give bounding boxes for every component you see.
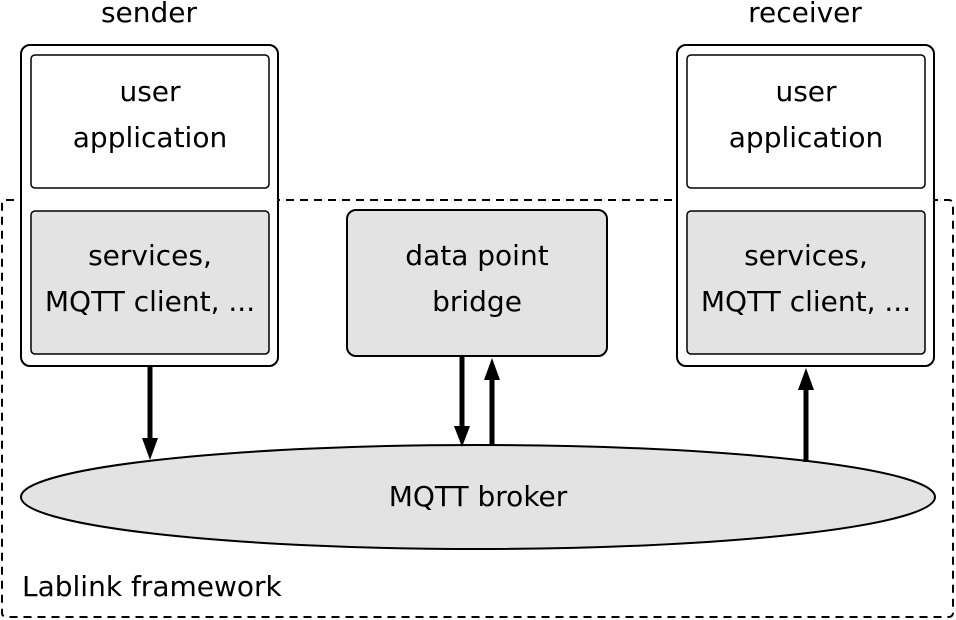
- data-point-bridge-node: data point bridge: [346, 209, 608, 357]
- sender-title: sender: [101, 0, 198, 29]
- mqtt-broker-node: MQTT broker: [20, 444, 936, 550]
- sender-services-box: [30, 210, 270, 355]
- receiver-services-line1: services,: [744, 239, 868, 272]
- framework-boundary: [1, 199, 954, 618]
- receiver-app-line1: user: [775, 75, 837, 108]
- bridge-line2: bridge: [432, 285, 522, 318]
- arrow-bridge-to-broker: [454, 357, 470, 447]
- sender-node: sender user application services, MQTT c…: [20, 0, 279, 367]
- arrow-broker-to-bridge: [484, 358, 500, 446]
- receiver-node: receiver user application services, MQTT…: [676, 0, 935, 367]
- receiver-services-box: [686, 210, 926, 355]
- arrow-broker-to-receiver: [798, 368, 814, 462]
- receiver-title: receiver: [748, 0, 862, 29]
- sender-services-line2: MQTT client, ...: [45, 285, 255, 318]
- arrows: [142, 357, 814, 462]
- arrow-sender-to-broker: [142, 367, 158, 460]
- sender-app-line2: application: [73, 121, 227, 154]
- data-point-bridge-box: [346, 209, 608, 357]
- receiver-app-line2: application: [729, 121, 883, 154]
- sender-services-line1: services,: [88, 239, 212, 272]
- sender-app-line1: user: [119, 75, 181, 108]
- mqtt-broker-ellipse: [20, 444, 936, 550]
- mqtt-broker-label: MQTT broker: [389, 480, 568, 513]
- receiver-services-line2: MQTT client, ...: [701, 285, 911, 318]
- sender-user-application-box: [30, 54, 270, 189]
- receiver-user-application-box: [686, 54, 926, 189]
- bridge-line1: data point: [405, 239, 548, 272]
- framework-label: Lablink framework: [22, 570, 283, 603]
